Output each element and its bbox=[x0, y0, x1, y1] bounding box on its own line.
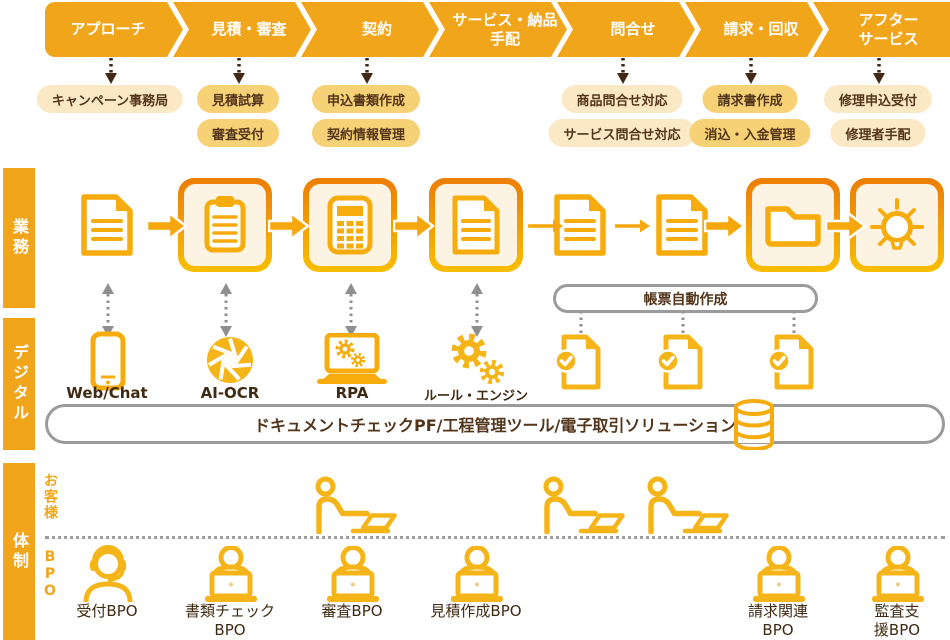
bpo-role-label: 見積作成BPO bbox=[430, 602, 522, 620]
gears-icon bbox=[451, 333, 505, 385]
arrow-right-icon bbox=[268, 211, 310, 241]
document-check-icon bbox=[657, 334, 703, 390]
person-at-laptop-icon bbox=[647, 476, 729, 534]
digital-tool-label: Web/Chat bbox=[66, 384, 148, 402]
process-step-contract: 契約 bbox=[301, 2, 439, 57]
task-pill: 見積試算 bbox=[196, 85, 280, 113]
task-pill: 修理者手配 bbox=[830, 119, 926, 147]
process-step-label: 見積・審査 bbox=[211, 20, 287, 39]
digital-tool-label: RPA bbox=[335, 384, 369, 402]
document-check-icon bbox=[768, 334, 814, 390]
document-icon bbox=[452, 195, 500, 255]
bpo-role-label: 請求関連 BPO bbox=[747, 602, 809, 639]
document-check-icon bbox=[555, 334, 601, 390]
bpo-role-label: 書類チェック BPO bbox=[184, 602, 276, 639]
bpo-role-label: 受付BPO bbox=[76, 602, 138, 620]
process-step-label: 問合せ bbox=[610, 20, 656, 39]
process-step-approach: アプローチ bbox=[45, 2, 183, 57]
person-at-laptop-icon bbox=[315, 476, 397, 534]
laptop-person-icon bbox=[327, 546, 379, 602]
task-pill: 契約情報管理 bbox=[311, 119, 421, 147]
bpo-role-label: 審査BPO bbox=[321, 602, 383, 620]
laptop-gears-icon bbox=[317, 333, 387, 384]
form-auto-banner: 帳票自動作成 bbox=[553, 284, 818, 313]
flow-box-calculator bbox=[303, 178, 397, 272]
task-pill: 請求書作成 bbox=[702, 85, 798, 113]
document-icon bbox=[554, 194, 606, 256]
arrow-updown-icon bbox=[102, 283, 114, 337]
document-icon bbox=[81, 194, 133, 256]
person-at-laptop-icon bbox=[543, 476, 625, 534]
arrow-right-icon bbox=[146, 211, 188, 241]
process-step-estimate: 見積・審査 bbox=[173, 2, 311, 57]
process-step-label: 契約 bbox=[361, 20, 392, 39]
arrow-updown-icon bbox=[345, 283, 357, 337]
aperture-icon bbox=[207, 337, 253, 383]
process-step-after: アフター サービス bbox=[813, 2, 950, 57]
task-pill: 消込・入金管理 bbox=[689, 119, 811, 147]
bpo-role-label: 監査支援BPO bbox=[873, 602, 921, 639]
clipboard-icon bbox=[204, 196, 246, 253]
row-label-digital: デジタル bbox=[3, 318, 35, 450]
folder-icon bbox=[765, 206, 821, 247]
process-step-service: サービス・納品 手配 bbox=[429, 2, 567, 57]
process-step-label: アフター サービス bbox=[858, 10, 919, 48]
customer-bpo-divider bbox=[45, 536, 945, 539]
task-pill: サービス問合せ対応 bbox=[548, 119, 696, 147]
arrow-right-icon bbox=[393, 211, 435, 241]
laptop-person-icon bbox=[753, 546, 805, 602]
task-pill: キャンペーン事務局 bbox=[36, 85, 184, 113]
row-label-structure: 体制 bbox=[3, 463, 35, 640]
digital-tool-label: ルール・エンジン bbox=[423, 389, 529, 404]
document-icon bbox=[656, 194, 708, 256]
process-step-label: サービス・納品 手配 bbox=[452, 10, 558, 48]
arrow-updown-icon bbox=[471, 283, 483, 337]
platform-banner: ドキュメントチェックPF/工程管理ツール/電子取引ソリューション bbox=[45, 404, 945, 444]
headset-person-icon bbox=[83, 545, 133, 602]
database-icon bbox=[734, 399, 774, 450]
task-pill: 修理申込受付 bbox=[823, 85, 933, 113]
task-pill: 審査受付 bbox=[196, 119, 280, 147]
calculator-icon bbox=[327, 195, 373, 255]
arrow-down-icon bbox=[361, 58, 373, 84]
arrow-down-icon bbox=[105, 58, 117, 84]
arrow-right-icon bbox=[704, 211, 746, 241]
process-step-label: アプローチ bbox=[70, 20, 146, 39]
laptop-person-icon bbox=[205, 546, 257, 602]
bpo-row-label: BPO bbox=[42, 549, 58, 600]
customer-row-label: お客様 bbox=[42, 473, 58, 521]
process-step-label: 請求・回収 bbox=[723, 20, 799, 39]
process-step-billing: 請求・回収 bbox=[685, 2, 823, 57]
digital-tool-label: AI-OCR bbox=[200, 384, 260, 402]
process-step-inquiry: 問合せ bbox=[557, 2, 695, 57]
task-pill: 商品問合せ対応 bbox=[561, 85, 683, 113]
task-pill: 申込書類作成 bbox=[311, 85, 421, 113]
arrow-updown-icon bbox=[220, 283, 232, 337]
flow-box-folder bbox=[746, 178, 840, 272]
laptop-person-icon bbox=[872, 546, 924, 602]
lightbulb-icon bbox=[870, 198, 924, 250]
arrow-down-icon bbox=[617, 58, 629, 84]
arrow-right-icon bbox=[615, 219, 650, 233]
arrow-down-icon bbox=[873, 58, 885, 84]
flow-box-document bbox=[429, 178, 523, 272]
laptop-person-icon bbox=[451, 546, 503, 602]
smartphone-icon bbox=[90, 331, 126, 391]
arrow-right-icon bbox=[528, 219, 563, 233]
arrow-down-icon bbox=[745, 58, 757, 84]
arrow-right-icon bbox=[825, 211, 867, 241]
flow-box-clipboard bbox=[178, 178, 272, 272]
arrow-down-icon bbox=[233, 58, 245, 84]
row-label-business: 業務 bbox=[3, 168, 35, 308]
